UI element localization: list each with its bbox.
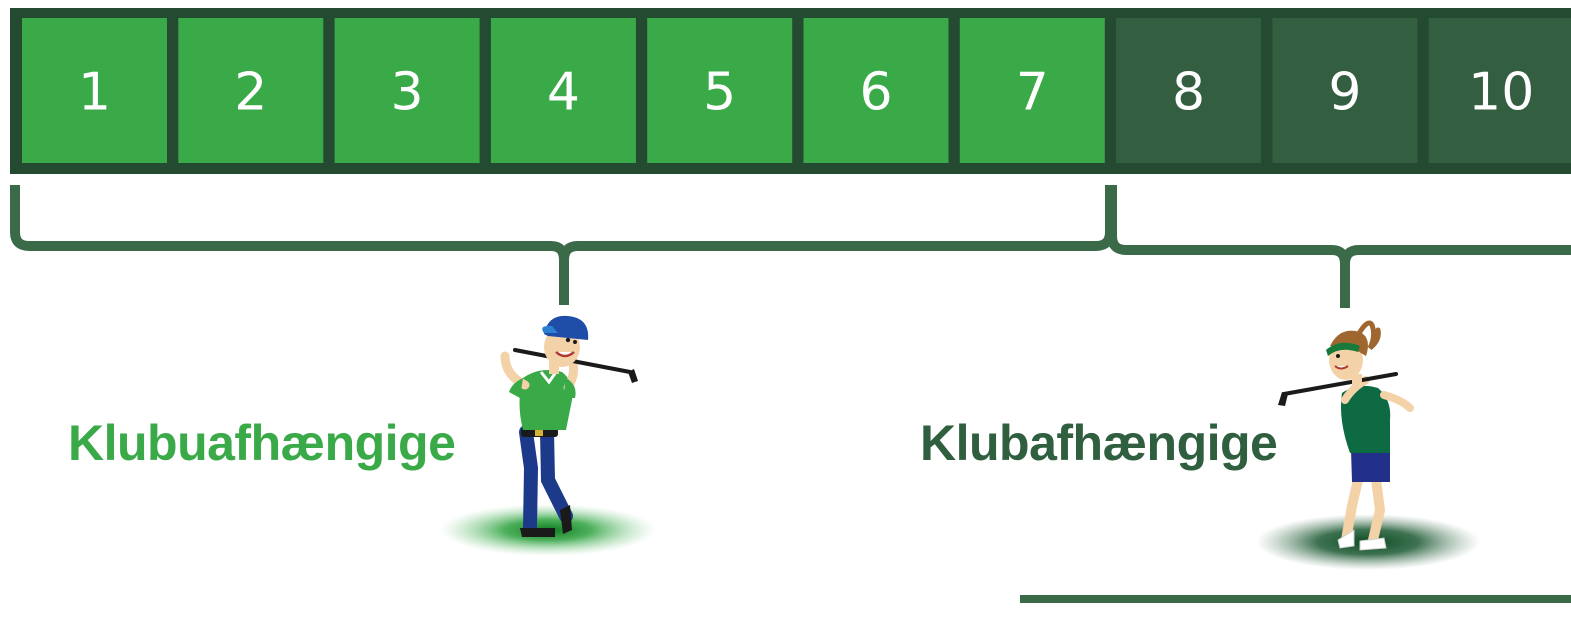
golfer-man-icon — [440, 316, 656, 556]
scale-cell-number: 8 — [1172, 63, 1205, 123]
group-label-club-dependent: Klubafhængige — [920, 414, 1277, 472]
scale-cell-number: 10 — [1468, 63, 1534, 123]
scale-cell-number: 2 — [234, 63, 267, 123]
scale-cell-number: 4 — [547, 63, 580, 123]
scale-cell-number: 6 — [859, 63, 892, 123]
scale-cell-number: 9 — [1328, 63, 1361, 123]
group-label-club-independent: Klubuafhængige — [68, 414, 455, 472]
scale-cell-number: 3 — [391, 63, 424, 123]
bracket-left — [15, 185, 1110, 305]
golfer-woman-icon — [1256, 323, 1480, 570]
scale-cell-number: 1 — [78, 63, 111, 123]
bottom-rule — [1020, 595, 1571, 603]
scale-cell-number: 5 — [703, 63, 736, 123]
scale-cell-number: 7 — [1016, 63, 1049, 123]
number-scale: 1 2 3 4 5 6 7 8 9 10 — [10, 8, 1571, 174]
bracket-right — [1112, 185, 1571, 308]
